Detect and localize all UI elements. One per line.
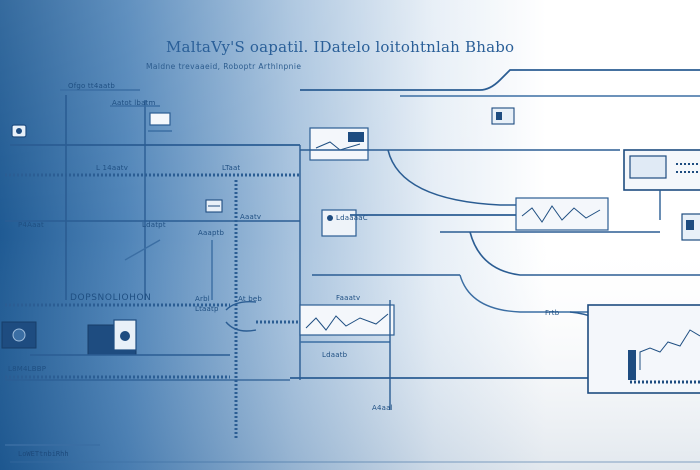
row2-icon [205, 199, 223, 213]
curve-to-waveform [387, 149, 520, 206]
label-row-left-1: L 14aatv [96, 164, 128, 172]
label-bottom-left: LoWETtnbiRhh [18, 450, 69, 458]
waveform-panel-mid [299, 304, 395, 336]
center-dark-device [87, 319, 137, 356]
monitor-device-top [309, 127, 369, 161]
label-device-a: Aatot lbatm [112, 99, 156, 107]
left-dark-device [1, 321, 37, 349]
label-row-left-2: P4Aaat [18, 221, 44, 229]
label-far-right-small: Frtb [545, 309, 560, 317]
label-lower-mid: Ldaatb [322, 351, 348, 359]
label-sec-small-2: At beb [238, 295, 262, 303]
diagram-title: MaltaVy'S oapatil. IDatelo loitohtnlah B… [166, 38, 514, 56]
diagonal-accent [124, 239, 161, 261]
label-sec-small-1: Arbl [195, 295, 210, 303]
label-row-mid-1: LTaat [222, 164, 240, 172]
top-curve-wire [300, 69, 700, 91]
label-row-mid-2b: Aaaptb [198, 229, 225, 237]
right-mid-device [681, 213, 700, 241]
label-lower-left: L8M4LBBP [8, 365, 46, 373]
label-bottom-mid: A4aal [372, 404, 393, 412]
diagram-subtitle: Maldne trevaaeid, Roboptr Arthlnpnie [146, 62, 301, 71]
curve-lower-right [469, 231, 700, 276]
center-junction [225, 300, 300, 332]
curve-lowest [459, 274, 600, 313]
device-a-box [149, 112, 171, 126]
label-sec-small-3: Ltaatp [195, 305, 219, 313]
right-top-device [623, 149, 700, 191]
waveform-panel-right [515, 197, 609, 231]
left-sensor-icon [11, 124, 27, 138]
label-mid-small-1: LdaaaaC [336, 214, 368, 222]
right-bottom-device [587, 304, 700, 394]
label-row-mid-2a: Aaatv [240, 213, 261, 221]
label-top-left-header: Ofgo tt4aatb [68, 82, 115, 90]
label-section: DOPSNOLIOHON [70, 293, 152, 303]
label-row-mid-2c: Ldatpt [142, 221, 166, 229]
top-chip-icon [491, 107, 515, 125]
label-mid-small-2: Faaatv [336, 294, 360, 302]
